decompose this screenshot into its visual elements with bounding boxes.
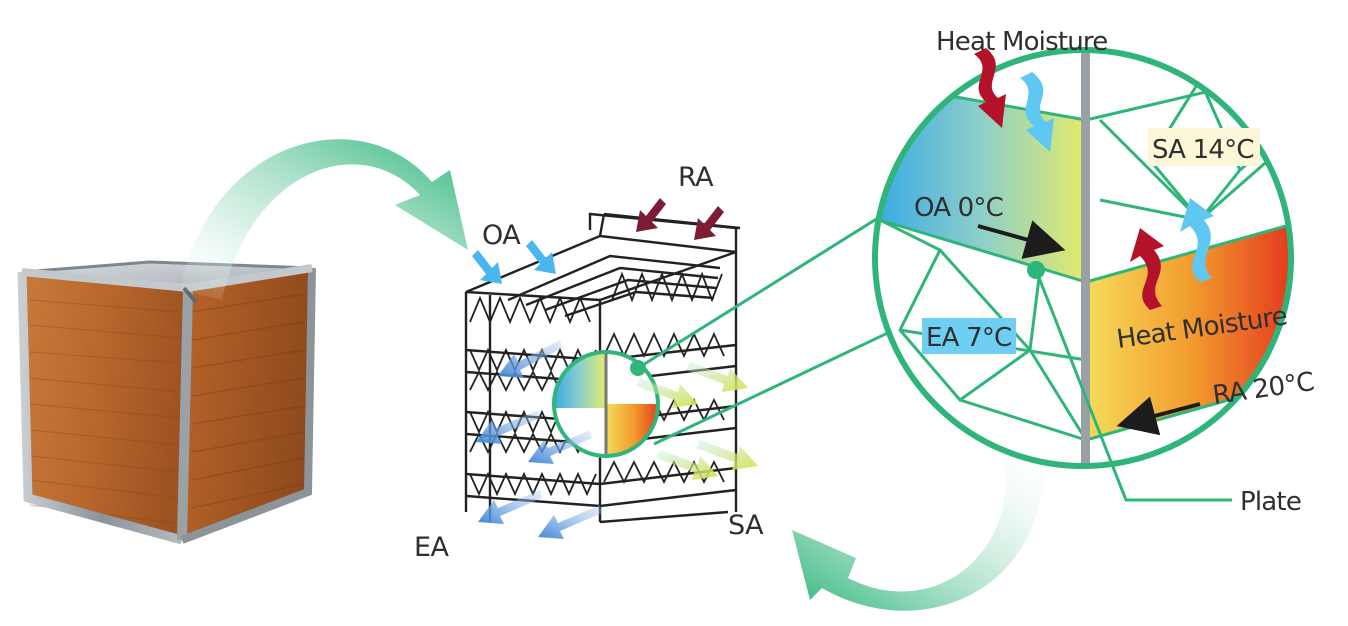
ea-temp-badge bbox=[922, 318, 1016, 354]
ra-direction-arrow bbox=[1116, 396, 1201, 436]
heat-moisture-top-label: Heat Moisture bbox=[936, 27, 1107, 57]
flow-arrow-from-detail bbox=[792, 440, 1044, 611]
plate-label: Plate bbox=[1240, 487, 1301, 517]
sa-label: SA bbox=[728, 510, 764, 541]
heat-moisture-out-arrows bbox=[1130, 198, 1214, 310]
heat-exchanger-core-image bbox=[17, 260, 316, 545]
cross-flow-schematic: OA RA EA SA bbox=[414, 162, 895, 563]
ea-temp-label: EA 7°C bbox=[926, 323, 1011, 353]
ea-label: EA bbox=[414, 532, 450, 563]
heat-moisture-in-arrows bbox=[974, 48, 1054, 152]
sa-flow-arrows bbox=[636, 362, 758, 480]
oa-label: OA bbox=[482, 220, 521, 251]
ra-label: RA bbox=[678, 162, 714, 193]
ea-flow-arrows bbox=[476, 340, 602, 539]
ra-flow-arrows bbox=[636, 198, 724, 240]
flow-arrow-to-diagram bbox=[180, 139, 468, 300]
magnified-plate-detail: Heat Moisture SA 14°C OA 0°C EA 7°C Heat… bbox=[872, 27, 1316, 517]
oa-flow-arrows bbox=[472, 240, 556, 284]
sa-temp-label: SA 14°C bbox=[1152, 135, 1254, 165]
oa-direction-arrow bbox=[977, 220, 1066, 259]
oa-temp-label: OA 0°C bbox=[914, 193, 1003, 223]
sa-temp-badge bbox=[1148, 128, 1260, 166]
